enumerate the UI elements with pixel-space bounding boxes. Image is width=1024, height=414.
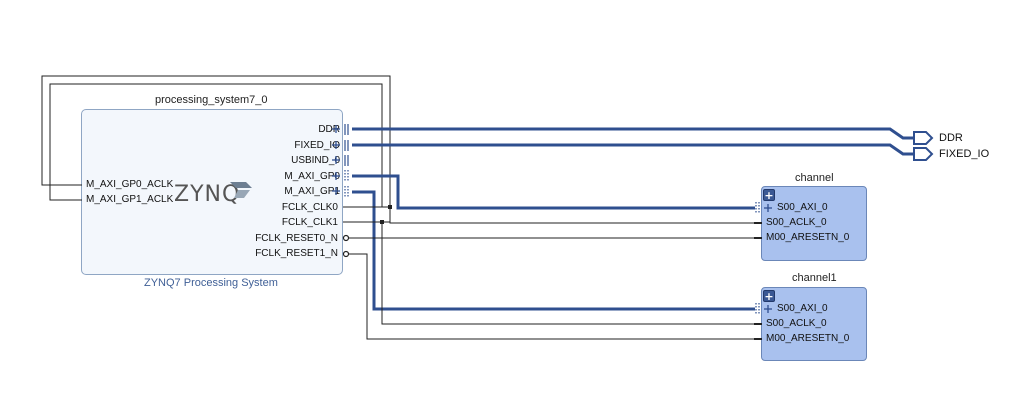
ps-port-fixed-io[interactable]: FIXED_IO <box>294 140 340 151</box>
ps-left-port-stubs <box>70 184 82 201</box>
fixed-io-external-port-icon[interactable] <box>913 147 934 161</box>
ps-port-m-axi-gp0-aclk[interactable]: M_AXI_GP0_ACLK <box>86 179 174 190</box>
plus-icon <box>332 125 340 195</box>
active-low-icon <box>342 234 350 242</box>
channel1-port-s00-aclk-0[interactable]: S00_ACLK_0 <box>766 318 827 329</box>
bus-connector-icon <box>344 124 349 166</box>
m-axi-gp1-bus[interactable] <box>352 190 755 311</box>
junction-dot <box>380 220 384 224</box>
channel1-port-glyphs <box>754 303 772 340</box>
ps-port-fclk-reset0-n[interactable]: FCLK_RESET0_N <box>255 233 338 244</box>
channel1-instance-name: channel1 <box>792 272 837 284</box>
processing-system-block[interactable] <box>81 109 343 275</box>
channel-block[interactable] <box>761 186 867 261</box>
external-port-fixed-io[interactable]: FIXED_IO <box>939 148 990 160</box>
fixed-io-bus[interactable] <box>352 143 914 156</box>
fclk-clk0-wire[interactable] <box>343 206 762 224</box>
channel-port-glyphs <box>754 202 772 239</box>
ps-right-port-glyphs <box>332 124 354 258</box>
ps-port-m-axi-gp0[interactable]: M_AXI_GP0 <box>284 171 340 182</box>
ps-port-fclk-clk0[interactable]: FCLK_CLK0 <box>281 202 338 213</box>
zynq-logo-icon <box>230 182 252 198</box>
channel1-block[interactable] <box>761 287 867 361</box>
channel-port-m00-aresetn-0[interactable]: M00_ARESETN_0 <box>766 232 850 243</box>
ps-port-ddr[interactable]: DDR <box>318 124 340 135</box>
channel1-port-m00-aresetn-0[interactable]: M00_ARESETN_0 <box>766 333 850 344</box>
m-axi-gp0-bus[interactable] <box>352 174 755 210</box>
zynq-logo-text: ZYNQ <box>174 182 241 207</box>
channel-port-s00-aclk-0[interactable]: S00_ACLK_0 <box>766 217 827 228</box>
ps-subtitle: ZYNQ7 Processing System <box>144 277 278 289</box>
ps-port-usbind-0[interactable]: USBIND_0 <box>291 155 340 166</box>
junction-dot <box>388 205 392 209</box>
ps-port-fclk-reset1-n[interactable]: FCLK_RESET1_N <box>255 248 338 259</box>
ddr-bus[interactable] <box>352 127 914 140</box>
channel-port-s00-axi-0[interactable]: S00_AXI_0 <box>777 202 828 213</box>
expand-channel-button[interactable]: + <box>763 189 775 202</box>
ps-instance-name: processing_system7_0 <box>155 94 268 106</box>
ps-port-m-axi-gp1[interactable]: M_AXI_GP1 <box>284 186 340 197</box>
expand-channel1-button[interactable]: + <box>763 290 775 303</box>
ps-port-fclk-clk1[interactable]: FCLK_CLK1 <box>281 217 338 228</box>
plus-icon <box>764 305 772 313</box>
external-port-ddr[interactable]: DDR <box>939 132 963 144</box>
fclk-reset1-wire[interactable] <box>347 253 762 340</box>
fclk-clk1-wire[interactable] <box>343 221 762 325</box>
channel-instance-name: channel <box>795 172 834 184</box>
ps-port-m-axi-gp1-aclk[interactable]: M_AXI_GP1_ACLK <box>86 194 174 205</box>
plus-icon <box>764 204 772 212</box>
axi-connector-icon <box>344 170 349 198</box>
active-low-icon <box>342 250 350 258</box>
ddr-external-port-icon[interactable] <box>913 131 934 145</box>
channel1-port-s00-axi-0[interactable]: S00_AXI_0 <box>777 303 828 314</box>
